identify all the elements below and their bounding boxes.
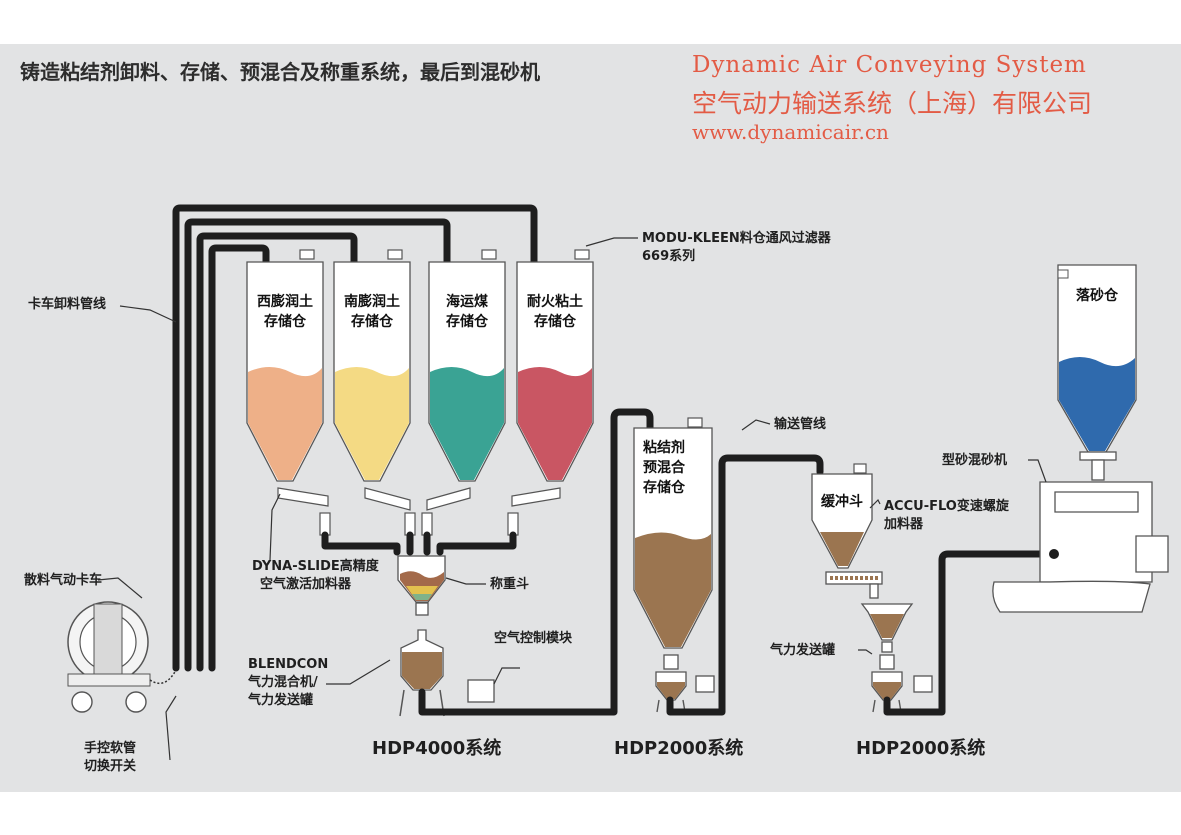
air-module-leader <box>493 667 520 685</box>
truck-unloading-lines <box>172 204 538 672</box>
dyna-slide-feeders <box>277 487 561 536</box>
weigh-hopper-label: 称重斗 <box>490 576 529 592</box>
conveying-line-2 <box>666 454 824 716</box>
conveying-line-3 <box>883 550 1058 716</box>
system-names: HDP4000系统 HDP2000系统 HDP2000系统 <box>372 737 985 759</box>
system-name-hdp2000-b: HDP2000系统 <box>856 737 985 759</box>
silo-label-line2: 存储仓 <box>351 313 394 330</box>
system-name-hdp4000: HDP4000系统 <box>372 737 501 759</box>
hdp2000-transmitter-2 <box>871 671 933 713</box>
buffer-hopper: 缓冲斗 <box>811 463 873 569</box>
callout-leaders <box>97 237 1047 761</box>
accu-flo-label-line1: ACCU-FLO变速螺旋 <box>884 498 1010 514</box>
sand-bin-label: 落砂仓 <box>1076 287 1119 304</box>
air-module-label: 空气控制模块 <box>494 630 573 646</box>
premix-label-line1: 粘结剂 <box>643 439 685 456</box>
bulk-pneumatic-truck <box>67 601 177 713</box>
callout-labels: MODU-KLEEN料仓通风过滤器 669系列 卡车卸料管线 散料气动卡车 手控… <box>24 230 1010 774</box>
filter-label-line1: MODU-KLEEN料仓通风过滤器 <box>642 230 832 246</box>
blendcon-label-line1: BLENDCON <box>248 657 328 672</box>
sand-bin: 落砂仓 <box>1057 264 1137 453</box>
silo-label-line2: 存储仓 <box>264 313 307 330</box>
blendcon-label-line2: 气力混合机/ <box>248 674 318 690</box>
silo-south-bentonite: 南膨润土 存储仓 <box>333 261 411 482</box>
dyna-slide-label-line1: DYNA-SLIDE高精度 <box>252 558 380 574</box>
premix-label-line2: 预混合 <box>643 459 686 476</box>
mixer-label: 型砂混砂机 <box>942 452 1007 468</box>
brand-name-cn: 空气动力输送系统（上海）有限公司 <box>692 89 1093 118</box>
transmitter-feed-hopper <box>860 603 914 670</box>
brand-name-en: Dynamic Air Conveying System <box>692 52 1087 78</box>
silo-sea-coal: 海运煤 存储仓 <box>428 261 506 482</box>
premix-label-line3: 存储仓 <box>643 479 686 496</box>
hose-label-line1: 手控软管 <box>84 740 136 756</box>
system-name-hdp2000-a: HDP2000系统 <box>614 737 743 759</box>
buffer-label: 缓冲斗 <box>821 493 863 510</box>
silo-label-line1: 耐火粘土 <box>527 293 583 310</box>
transmitter-label: 气力发送罐 <box>770 642 835 658</box>
silo-fireclay: 耐火粘土 存储仓 <box>516 261 594 482</box>
silo-west-bentonite: 西膨润土 存储仓 <box>246 261 324 482</box>
hose-label-line2: 切换开关 <box>84 758 136 774</box>
silo-label-line2: 存储仓 <box>446 313 489 330</box>
accu-flo-label-line2: 加料器 <box>883 516 924 532</box>
page-title: 铸造粘结剂卸料、存储、预混合及称重系统，最后到混砂机 <box>20 60 540 84</box>
hdp2000-transmitter-1 <box>655 654 715 713</box>
silo-label-line1: 南膨润土 <box>344 293 400 310</box>
dyna-slide-label-line2: 空气激活加料器 <box>260 576 352 592</box>
silo-label-line1: 西膨润土 <box>257 293 313 310</box>
silo-label-line1: 海运煤 <box>446 293 489 310</box>
silo-label-line2: 存储仓 <box>534 313 577 330</box>
blendcon-mixer <box>399 629 445 717</box>
truck-line-label: 卡车卸料管线 <box>28 296 106 312</box>
sand-mixer <box>992 451 1169 613</box>
filter-label-line2: 669系列 <box>642 248 695 264</box>
weigh-hopper <box>397 555 446 616</box>
air-control-module <box>467 679 495 703</box>
feeder-to-hopper-pipes <box>321 531 517 556</box>
premix-storage-silo: 粘结剂 预混合 存储仓 <box>633 417 713 649</box>
conveying-line-1 <box>418 408 654 716</box>
truck-label: 散料气动卡车 <box>24 572 102 588</box>
convey-line-label: 输送管线 <box>774 416 826 432</box>
brand-url: www.dynamicair.cn <box>692 120 889 144</box>
accu-flo-screw-feeder <box>825 571 883 599</box>
silo-filter-icons <box>299 249 590 260</box>
blendcon-label-line3: 气力发送罐 <box>248 692 313 708</box>
